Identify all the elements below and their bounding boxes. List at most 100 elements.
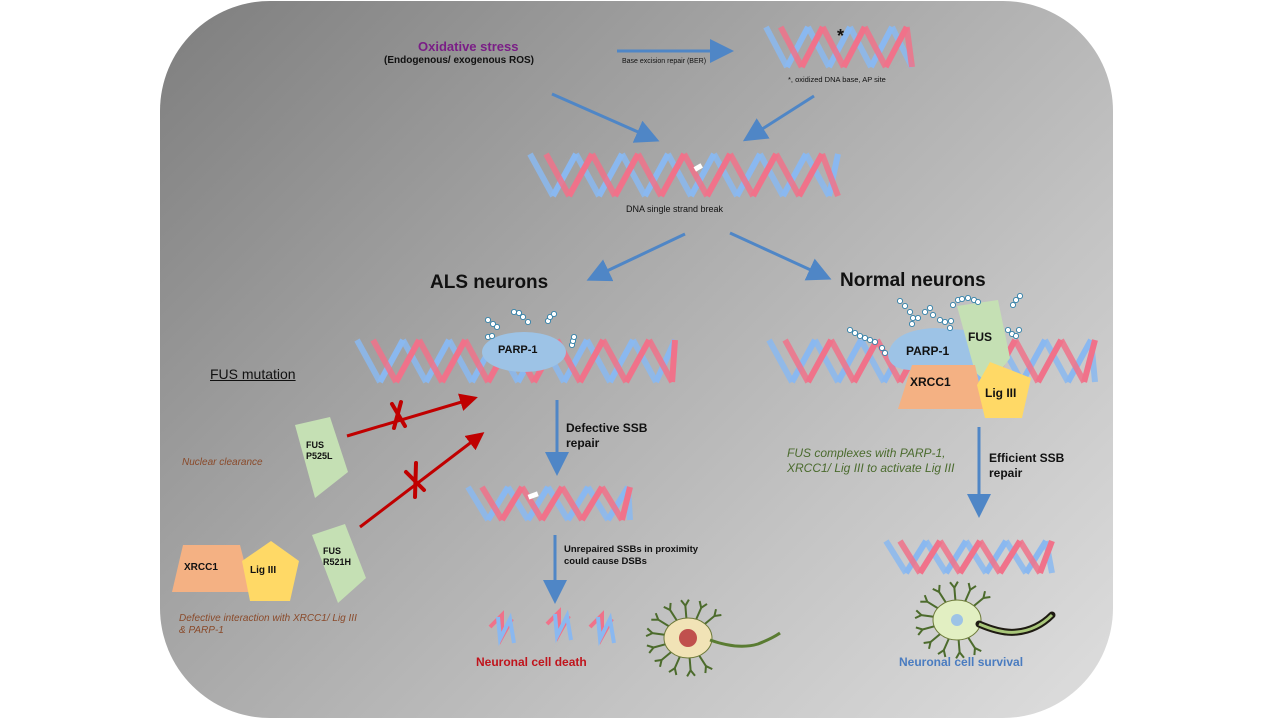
par-bead [974, 298, 982, 306]
dna-strand-segment [727, 152, 756, 198]
par-bead [546, 313, 554, 321]
par-bead [484, 316, 492, 324]
par-bead [550, 310, 558, 318]
fus-complex-line1: FUS complexes with PARP-1, [787, 446, 946, 460]
par-bead [1012, 332, 1020, 340]
dna-strand-segment [1017, 539, 1043, 575]
dna-strand-segment [635, 152, 664, 198]
dna-strand-segment [485, 485, 511, 522]
dna-strand-segment [799, 25, 826, 69]
xrcc1-als-label: XRCC1 [184, 562, 218, 573]
dna-strand-segment [577, 338, 606, 384]
parp1-normal [888, 328, 975, 371]
par-bead [908, 320, 916, 328]
par-bead [901, 302, 909, 310]
dna-strand-segment [957, 539, 983, 575]
dna-strand-segment [630, 338, 659, 384]
dna-strand-segment [903, 539, 929, 575]
als-neurons-heading: ALS neurons [430, 272, 549, 293]
dna-strand-segment [600, 338, 629, 384]
dna-strand-segment [903, 26, 915, 68]
fus-complex-note: FUS complexes with PARP-1, XRCC1/ Lig II… [787, 446, 954, 476]
lig3-als-label: Lig III [250, 565, 277, 576]
dna-helix-oxidized [763, 25, 915, 69]
dna-strand-segment [917, 539, 943, 575]
fus-complex-line2: XRCC1/ Lig III to activate Lig III [787, 461, 955, 475]
dna-strand-segment [763, 25, 790, 69]
dna-strand-segment [883, 25, 910, 69]
fus-r521h-shape [312, 524, 366, 603]
ssb-break-marker-als [527, 491, 539, 500]
neuronal-cell-death-label: Neuronal cell death [476, 655, 587, 669]
dna-strand-segment [439, 338, 468, 384]
dna-strand-segment [377, 338, 406, 384]
dna-strand-segment [669, 339, 678, 383]
dna-strand-segment [1012, 338, 1041, 384]
dna-strand-segment [1003, 539, 1029, 575]
dna-strand-segment [681, 152, 710, 198]
dna-helix-single-strand-break [527, 152, 841, 198]
par-bead [510, 308, 518, 316]
dna-helix-unrepaired [465, 485, 633, 522]
parp1-als-label: PARP-1 [498, 344, 538, 356]
par-bead [958, 295, 966, 303]
oxidative-stress-title: Oxidative stress [418, 39, 519, 54]
par-bead [493, 323, 501, 331]
dna-strand-segment [789, 338, 818, 384]
dna-strand-segment [1037, 539, 1055, 575]
dna-strand-segment [619, 486, 633, 521]
parp1-als [482, 332, 566, 372]
dna-helix-repaired [883, 539, 1055, 575]
dna-strand-segment [803, 152, 832, 198]
ber-label: Base excision repair (BER) [622, 58, 707, 65]
dna-strand-segment [847, 25, 874, 69]
dna-strand-segment [977, 539, 1003, 575]
dna-strand-segment [883, 539, 909, 575]
ros-subtitle: (Endogenous/ exogenous ROS) [384, 55, 535, 66]
dna-strand-segment [820, 25, 847, 69]
par-bead [519, 313, 527, 321]
dna-strand-segment [1023, 539, 1049, 575]
dna-strand-segment [997, 539, 1023, 575]
par-chains-als [484, 308, 578, 349]
inhibited-arrow-p525l [346, 393, 478, 438]
dying-neuron-icon [645, 599, 781, 677]
dna-strand-segment [566, 152, 595, 198]
unrepaired-line1: Unrepaired SSBs in proximity [564, 544, 699, 555]
parp1-normal-label: PARP-1 [906, 344, 950, 358]
dna-strand-segment [688, 152, 717, 198]
dna-strand-segment [607, 338, 636, 384]
dna-strand-segment [579, 485, 605, 522]
dna-strand-segment [665, 152, 694, 198]
dna-strand-segment [983, 539, 1009, 575]
fus-r521h-line2: R521H [323, 557, 352, 567]
dna-strand-segment [734, 152, 763, 198]
dna-strand-segment [370, 338, 399, 384]
unrepaired-line2: could cause DSBs [564, 556, 647, 567]
dna-strand-segment [561, 338, 590, 384]
xrcc1-normal-label: XRCC1 [910, 375, 951, 389]
dna-strand-segment [599, 485, 625, 522]
par-bead [1015, 326, 1023, 334]
fus-r521h-line1: FUS [323, 546, 341, 556]
dna-strand-segment [646, 338, 675, 384]
dna-strand-segment [937, 539, 963, 575]
par-bead [1004, 326, 1012, 334]
par-bead [1016, 292, 1024, 300]
dna-strand-segment [565, 485, 591, 522]
par-bead [1009, 301, 1017, 309]
dna-strand-segment [605, 485, 631, 522]
normal-neurons-heading: Normal neurons [840, 270, 986, 291]
defective-repair-line2: repair [566, 436, 600, 450]
dna-strand-segment [393, 338, 422, 384]
dna-strand-segment [1019, 338, 1048, 384]
dna-strand-segment [1065, 338, 1094, 384]
par-bead [929, 311, 937, 319]
dna-strand-segment [585, 485, 611, 522]
dna-strand-segment [851, 338, 880, 384]
dna-strand-segment [519, 485, 545, 522]
par-bead [856, 332, 864, 340]
fus-mutation-title: FUS mutation [210, 366, 296, 382]
dna-strand-segment [826, 25, 853, 69]
